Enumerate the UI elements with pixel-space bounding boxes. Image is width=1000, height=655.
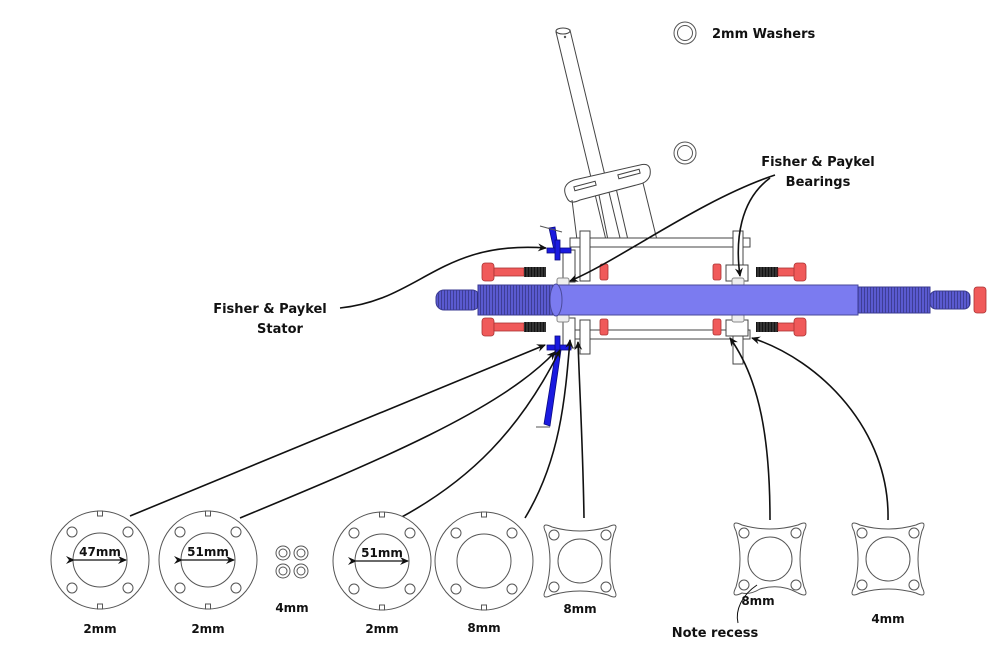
bearing-right	[731, 277, 745, 323]
part-3-small-washers: 4mm	[275, 545, 309, 615]
stator-label-line2: Stator	[257, 322, 303, 337]
bolt-hole	[174, 582, 186, 594]
bolt-hole	[738, 579, 750, 591]
tiller-pole	[555, 27, 629, 241]
bolt-hole	[600, 529, 612, 541]
thickness-label: 8mm	[563, 602, 596, 616]
bolt-hole	[450, 527, 462, 539]
bolt-hole	[548, 529, 560, 541]
bolt-right-top	[756, 262, 807, 282]
bolt-hole	[348, 527, 360, 539]
diameter-label: 47mm	[79, 545, 121, 559]
bolt-hole	[348, 583, 360, 595]
thickness-label: 4mm	[275, 601, 308, 615]
main-shaft	[435, 283, 987, 317]
stator-label-line1: Fisher & Paykel	[213, 302, 327, 317]
bolt-left-top	[481, 262, 546, 282]
bolt-hole	[506, 583, 518, 595]
washer-icon-middle	[673, 141, 697, 165]
bolt-hole	[122, 582, 134, 594]
bolt-hole	[856, 579, 868, 591]
bolt-hole	[790, 527, 802, 539]
leader-lines	[129, 174, 889, 521]
diameter-label: 51mm	[187, 545, 229, 559]
stator	[536, 225, 572, 428]
part-2-round-plate: 51mm 2mm	[158, 510, 258, 636]
part-7-thickness: 8mm	[741, 594, 774, 608]
part-7-square-flange-recessed	[733, 522, 807, 596]
bearing-left	[556, 277, 570, 323]
diameter-label: 51mm	[361, 546, 403, 560]
part-8-square-flange: 4mm	[851, 522, 925, 626]
bolt-hole	[450, 583, 462, 595]
bolt-hole	[230, 526, 242, 538]
bolt-hole	[548, 581, 560, 593]
part-6-square-flange: 8mm	[543, 524, 617, 616]
bolt-right-bottom	[756, 317, 807, 337]
parts-row: 47mm 2mm 51mm 2mm 4mm 51mm 2mm 8mm 8mm 4mm	[50, 510, 925, 636]
bolt-hole	[908, 579, 920, 591]
nuts	[599, 263, 722, 336]
bolt-hole	[174, 526, 186, 538]
part-5-round-plate: 8mm	[434, 511, 534, 635]
thickness-label: 2mm	[83, 622, 116, 636]
bearings-label-line2: Bearings	[786, 175, 851, 190]
bolt-hole	[122, 526, 134, 538]
part-1-round-plate: 47mm 2mm	[50, 510, 150, 636]
bolt-hole	[230, 582, 242, 594]
bolt-hole	[404, 583, 416, 595]
bolt-hole	[66, 582, 78, 594]
bolt-hole	[790, 579, 802, 591]
washers-label: 2mm Washers	[712, 27, 816, 42]
bearings-label-line1: Fisher & Paykel	[761, 155, 875, 170]
thickness-label: 2mm	[191, 622, 224, 636]
washer-icon-top	[673, 21, 697, 45]
bolt-hole	[404, 527, 416, 539]
thickness-label: 2mm	[365, 622, 398, 636]
note-recess-label: Note recess	[672, 626, 759, 641]
bolt-hole	[856, 527, 868, 539]
part-4-round-plate: 51mm 2mm	[332, 511, 432, 636]
bolt-hole	[738, 527, 750, 539]
bolt-hole	[908, 527, 920, 539]
bolt-hole	[506, 527, 518, 539]
bolt-hole	[600, 581, 612, 593]
tiller-bracket	[564, 164, 658, 241]
bolt-hole	[66, 526, 78, 538]
thickness-label: 8mm	[467, 621, 500, 635]
thickness-label: 4mm	[871, 612, 904, 626]
bolt-left-bottom	[481, 317, 546, 337]
